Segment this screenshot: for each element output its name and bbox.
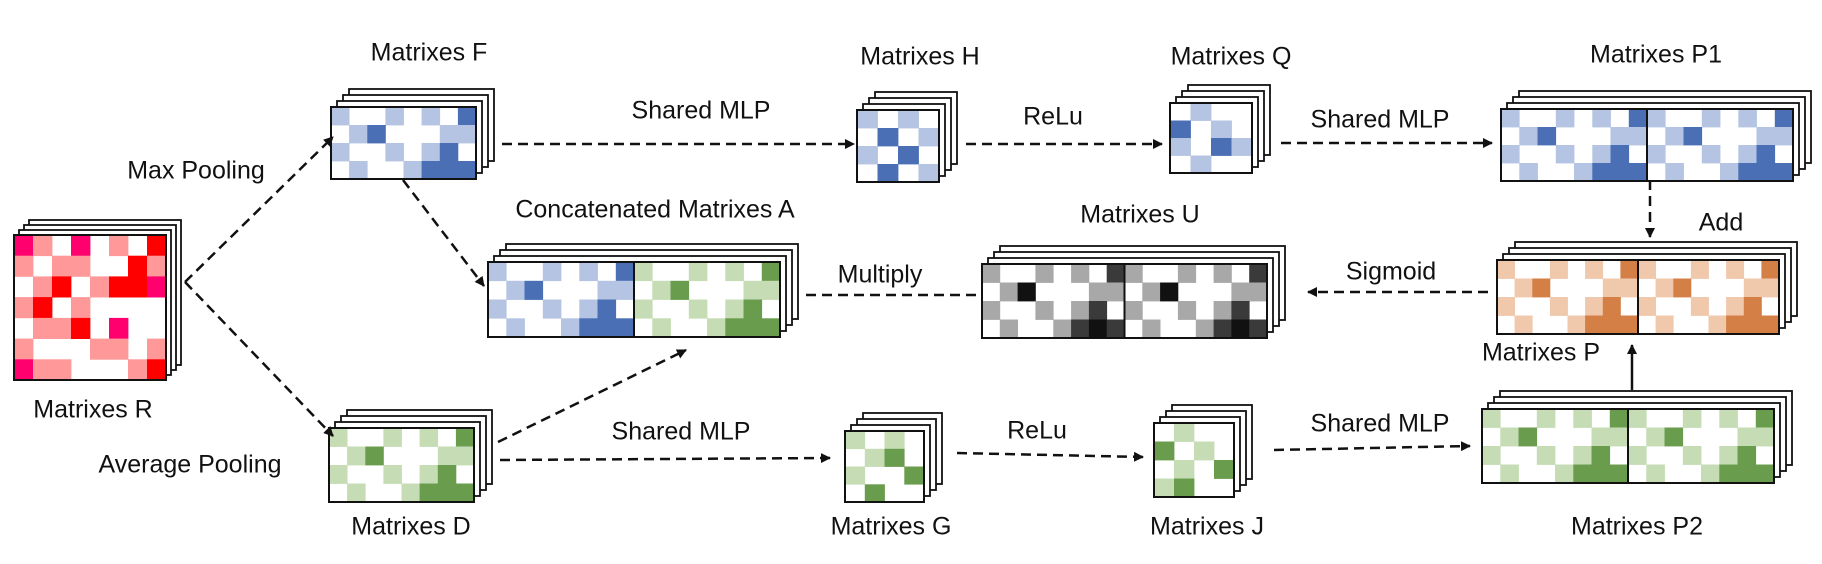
arrow-j-to-p2: [1273, 441, 1471, 452]
matrix-stack-p2: [1481, 390, 1793, 484]
label-matrixes-d: Matrixes D: [351, 512, 471, 541]
label-matrixes-h: Matrixes H: [860, 42, 980, 71]
label-matrixes-r: Matrixes R: [33, 395, 153, 424]
arrow-r-to-d: [184, 281, 334, 437]
arrow-r-to-f: [184, 136, 334, 283]
label-relu-bottom: ReLu: [1007, 416, 1067, 445]
matrix-stack-h: [856, 91, 958, 183]
matrix-stack-g: [844, 412, 943, 503]
label-matrixes-q: Matrixes Q: [1170, 42, 1292, 71]
label-matrixes-u: Matrixes U: [1080, 200, 1200, 229]
label-matrixes-j: Matrixes J: [1150, 512, 1264, 541]
arrow-f-to-a: [402, 179, 485, 287]
label-shared-mlp-top2: Shared MLP: [1310, 105, 1450, 134]
matrix-stack-p1: [1500, 90, 1812, 182]
label-multiply: Multiply: [837, 260, 923, 289]
matrix-stack-d: [328, 409, 493, 503]
label-concatenated-a: Concatenated Matrixes A: [515, 195, 795, 224]
matrix-stack-p: [1496, 241, 1798, 335]
label-max-pooling: Max Pooling: [127, 156, 265, 185]
matrix-stack-u: [981, 245, 1286, 339]
label-matrixes-p: Matrixes P: [1481, 338, 1601, 367]
label-relu-top: ReLu: [1023, 102, 1083, 131]
arrow-d-to-g: [499, 453, 831, 464]
matrix-stack-j: [1153, 404, 1253, 498]
matrix-stack-q: [1169, 84, 1271, 174]
matrix-stack-f: [330, 88, 495, 180]
arrow-g-to-j: [956, 451, 1144, 462]
label-matrixes-f: Matrixes F: [370, 38, 488, 67]
label-matrixes-p2: Matrixes P2: [1571, 512, 1703, 541]
label-shared-mlp-bottom2: Shared MLP: [1310, 409, 1450, 438]
label-shared-mlp-bottom: Shared MLP: [611, 417, 751, 446]
label-matrixes-p1: Matrixes P1: [1590, 40, 1722, 69]
label-average-pooling: Average Pooling: [98, 450, 282, 479]
matrix-stack-r: [13, 219, 182, 381]
label-sigmoid: Sigmoid: [1345, 257, 1437, 286]
arrow-d-to-a: [497, 348, 687, 444]
label-shared-mlp-top: Shared MLP: [631, 96, 771, 125]
matrix-stack-a-green-half: [633, 261, 781, 338]
label-add: Add: [1698, 208, 1744, 237]
label-matrixes-g: Matrixes G: [830, 512, 952, 541]
